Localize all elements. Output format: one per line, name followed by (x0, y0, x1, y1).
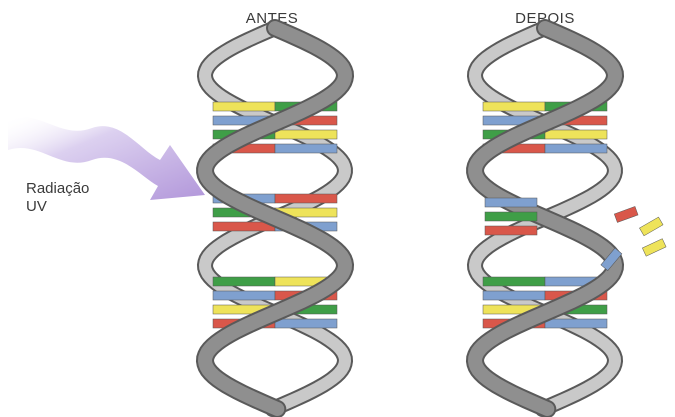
dna-before-turn-2-base-right-0 (275, 194, 337, 203)
dna-after-turn-1-base-right-2 (545, 130, 607, 139)
dna-after-helix (475, 28, 666, 409)
loose-base-2 (642, 239, 666, 256)
damaged-base-stub-2 (485, 226, 537, 235)
dna-before-turn-1-base-left-0 (213, 102, 275, 111)
dna-after-turn-3-base-left-0 (483, 277, 545, 286)
dna-before-turn-1-base-right-3 (275, 144, 337, 153)
dna-after-turn-1-base-left-0 (483, 102, 545, 111)
dna-before-turn-1-base-right-2 (275, 130, 337, 139)
dna-after-turn-3-base-right-3 (545, 319, 607, 328)
dna-before-helix (205, 28, 345, 409)
dna-after-turn-1-base-right-3 (545, 144, 607, 153)
dna-before-turn-3-base-left-1 (213, 291, 275, 300)
dna-before-turn-3-base-right-3 (275, 319, 337, 328)
dna-before-turn-3-base-left-0 (213, 277, 275, 286)
loose-base-1 (639, 217, 663, 236)
damaged-base-stub-0 (485, 198, 537, 207)
dna-after-turn-3-base-left-1 (483, 291, 545, 300)
backbone-front (205, 28, 345, 409)
damaged-base-stub-1 (485, 212, 537, 221)
loose-base-0 (614, 206, 638, 222)
uv-radiation-arrow (8, 117, 205, 200)
